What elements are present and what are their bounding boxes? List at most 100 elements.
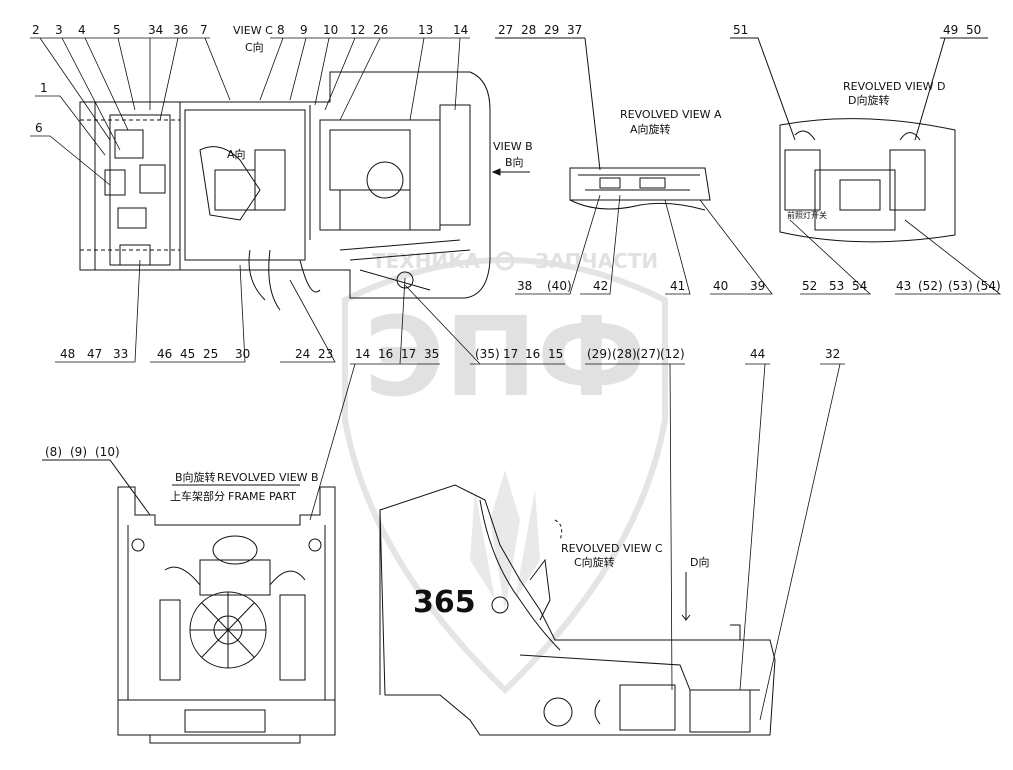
callout: 28 [521,23,536,37]
callout: 2 [32,23,40,37]
callout: 8 [277,23,285,37]
top-view-main [79,71,491,311]
callout: 44 [750,347,765,361]
callout: 29 [544,23,559,37]
revolved-view-c: REVOLVED VIEW C C向旋转 D向 365 [379,484,776,736]
callout: 3 [55,23,63,37]
callout: 51 [733,23,748,37]
watermark-right: ЗАПЧАСТИ [535,249,658,273]
callout: 4 [78,23,86,37]
callout: (53) [948,279,973,293]
callout: 27 [498,23,513,37]
callout: 30 [235,347,250,361]
callout: 13 [418,23,433,37]
revolved-c-title: REVOLVED VIEW C [561,542,663,555]
callout: 46 [157,347,172,361]
watermark: ЭПФ ТЕХНИКА ЗАПЧАСТИ [342,249,668,695]
frame-cn: 上车架部分 [170,489,225,503]
callout: 16 [525,347,540,361]
callout: 25 [203,347,218,361]
revolved-d-title: REVOLVED VIEW D [843,80,946,93]
revolved-view-b: (8) (9) (10) B向旋转 REVOLVED VIEW B 上车架部分 … [42,445,336,744]
callout: (10) [95,445,120,459]
callout: 23 [318,347,333,361]
leader-lines-top-left [30,37,470,186]
callout: 49 [943,23,958,37]
callout: 47 [87,347,102,361]
view-c-cn: C向 [245,40,264,54]
model-number: 365 [413,585,476,620]
callout: (9) [70,445,87,459]
leader-lines-row2 [309,277,845,721]
callout: 35 [424,347,439,361]
callout: 38 [517,279,532,293]
view-b-cn: B向 [505,155,524,169]
callout: 37 [567,23,582,37]
callout: 1 [40,81,48,95]
callout: (12) [660,347,685,361]
callout: (29) [587,347,612,361]
callout: 45 [180,347,195,361]
callout: 41 [670,279,685,293]
callout: (40) [547,279,572,293]
view-b-indicator: VIEW B B向 [491,140,533,176]
callout: 36 [173,23,188,37]
a-direction: A向 [227,147,246,161]
callout: 32 [825,347,840,361]
d-direction: D向 [690,555,709,569]
callout: 50 [966,23,981,37]
callout: (35) [475,347,500,361]
callout: 33 [113,347,128,361]
watermark-brand: ЭПФ [364,293,646,421]
callout: 40 [713,279,728,293]
revolved-a-cn: A向旋转 [630,122,671,136]
callout: 24 [295,347,310,361]
callout: (28) [612,347,637,361]
switch-label: 前照灯开关 [787,210,827,220]
callout: (8) [45,445,62,459]
callout: 16 [378,347,393,361]
revolved-view-d: 51 49 50 REVOLVED VIEW D D向旋转 前照灯开关 [730,23,988,243]
callout: 14 [355,347,370,361]
view-b-title: VIEW B [493,140,533,153]
revolved-a-title: REVOLVED VIEW A [620,108,722,121]
gear-icon [495,251,515,271]
revolved-b-title: REVOLVED VIEW B [217,471,319,484]
callouts-top-left: 2 3 4 5 34 36 7 VIEW C C向 8 9 10 12 26 1… [32,23,468,161]
callout: 43 [896,279,911,293]
callout: 12 [350,23,365,37]
revolved-d-cn: D向旋转 [848,93,889,107]
callout: 48 [60,347,75,361]
callout: 53 [829,279,844,293]
watermark-left: ТЕХНИКА [372,249,481,273]
callout: (27) [636,347,661,361]
leader-lines-row1 [55,194,1002,363]
callout: (54) [976,279,1001,293]
callout: 34 [148,23,163,37]
frame-part: FRAME PART [228,490,296,503]
callout: 14 [453,23,468,37]
callout: 5 [113,23,121,37]
revolved-view-a: 27 28 29 37 REVOLVED VIEW A A向旋转 [495,23,722,211]
revolved-b-cn: B向旋转 [175,470,216,484]
callout: 42 [593,279,608,293]
view-c-title: VIEW C [233,24,273,37]
callout: 17 [401,347,416,361]
callout: 52 [802,279,817,293]
callout: 39 [750,279,765,293]
revolved-c-cn: C向旋转 [574,555,615,569]
callout: 10 [323,23,338,37]
callout: 9 [300,23,308,37]
callout: 7 [200,23,208,37]
callout: 15 [548,347,563,361]
wheat-icon [470,470,540,610]
callouts-row1: 48 47 33 46 45 25 30 24 23 38 (40) 42 41… [60,279,1001,361]
callouts-row2: 14 16 17 35 (35) 17 16 15 (29) (28) (27)… [355,347,840,361]
callout: 6 [35,121,43,135]
callout: 26 [373,23,388,37]
callout: 54 [852,279,867,293]
callout: (52) [918,279,943,293]
callout: 17 [503,347,518,361]
